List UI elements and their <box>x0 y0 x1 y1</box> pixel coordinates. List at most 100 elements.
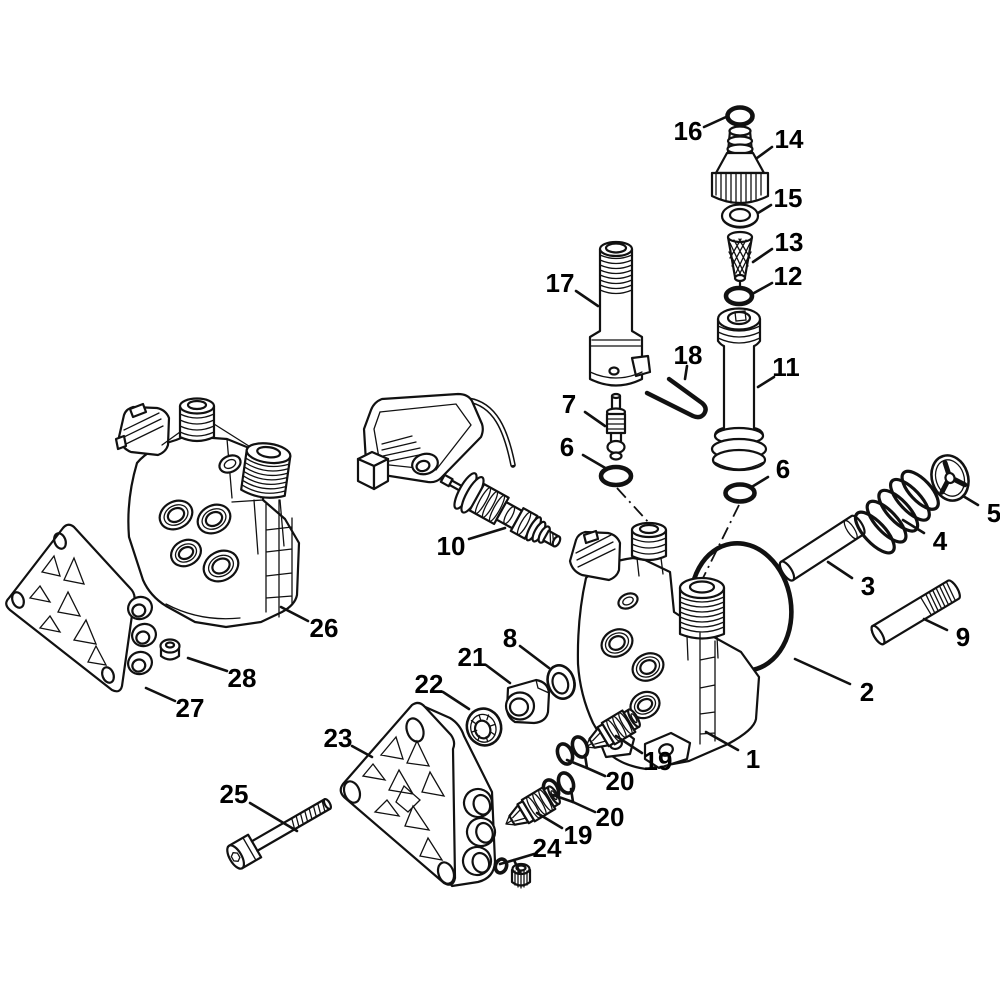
part-2-leader-line <box>793 657 852 686</box>
part-18-retaining-clip <box>644 376 708 420</box>
part-19-valve-upper <box>585 708 641 749</box>
part-number-label-10: 10 <box>437 531 466 561</box>
part-6-o-ring-right <box>723 482 757 504</box>
part-number-label-27: 27 <box>176 693 205 723</box>
part-10-leader-line <box>467 526 507 541</box>
part-13-inlet-filter <box>726 230 754 288</box>
part-21-packing-gland <box>504 678 551 725</box>
part-9-threaded-pin <box>870 579 961 646</box>
part-number-label-20: 20 <box>596 802 625 832</box>
part-11-cylinder <box>710 307 768 472</box>
part-11-leader-line <box>756 375 776 389</box>
part-23-crankcase-cover <box>339 701 497 888</box>
part-12-o-ring <box>723 285 755 307</box>
part-number-label-25: 25 <box>220 779 249 809</box>
part-16-o-ring <box>725 105 755 127</box>
housing-1-outlet-port <box>630 521 668 577</box>
part-4-leader-line <box>901 518 926 535</box>
part-14-leader-line <box>755 145 774 160</box>
part-number-label-14: 14 <box>775 124 804 154</box>
part-17-cylinder-tube <box>588 240 652 387</box>
part-20-o-rings-upper <box>555 735 590 766</box>
part-number-label-6: 6 <box>560 432 574 462</box>
cover-27-bosses <box>127 595 157 676</box>
part-number-label-24: 24 <box>533 833 562 863</box>
part-3-leader-line <box>826 560 854 580</box>
part-number-label-16: 16 <box>674 116 703 146</box>
cover-23-bosses <box>461 787 497 877</box>
part-19-leader-line <box>535 811 564 830</box>
housing-26-top-bore <box>218 454 242 474</box>
part-number-label-4: 4 <box>933 526 948 556</box>
part-12-leader-line <box>752 281 774 295</box>
housing-1-top-bore <box>617 592 639 610</box>
switch-cover-boss <box>411 452 439 476</box>
part-19-valve-lower <box>505 785 561 826</box>
part-number-label-18: 18 <box>674 340 703 370</box>
housing-26-inlet-port <box>240 442 292 499</box>
part-24-leader-line <box>512 858 522 875</box>
part-22-oil-seal <box>465 707 503 747</box>
housing-1-switch-boss <box>568 529 622 582</box>
part-7-leader-line <box>583 410 607 428</box>
housing-1-inlet-port <box>678 576 726 661</box>
housing-1-front-ports <box>600 628 665 720</box>
part-23-leader-line <box>350 744 374 759</box>
part-20-leader-line <box>583 753 589 770</box>
part-19-leader-line <box>614 734 644 755</box>
part-5-spring-retainer <box>930 454 970 502</box>
part-number-label-12: 12 <box>774 261 803 291</box>
part-17-leader-line <box>574 289 600 308</box>
part-number-label-19: 19 <box>564 820 593 850</box>
housing-26-outlet-port <box>178 397 216 443</box>
part-6-leader-line <box>748 475 770 490</box>
part-3-piston-pin <box>778 514 866 582</box>
part-number-label-5: 5 <box>987 498 1000 528</box>
part-number-label-9: 9 <box>956 622 970 652</box>
part-14-hose-coupling <box>710 125 770 205</box>
part-number-label-11: 11 <box>772 352 800 382</box>
part-9-leader-line <box>922 617 949 632</box>
part-24-plug <box>493 857 532 889</box>
part-7-valve <box>605 392 627 461</box>
part-25-socket-head-bolt <box>226 797 333 870</box>
part-22-leader-line <box>441 690 471 711</box>
part-20-leader-line <box>569 787 575 804</box>
part-13-leader-line <box>751 247 774 264</box>
part-number-label-1: 1 <box>746 744 760 774</box>
part-number-label-2: 2 <box>860 677 874 707</box>
part-28-screw-plug <box>159 638 181 661</box>
part-number-label-3: 3 <box>861 571 875 601</box>
part-1-pump-housing <box>568 521 761 771</box>
part-number-label-7: 7 <box>562 389 576 419</box>
part-number-label-17: 17 <box>546 268 575 298</box>
part-number-label-13: 13 <box>775 227 804 257</box>
part-number-label-22: 22 <box>415 669 444 699</box>
part-15-washer <box>720 203 760 229</box>
part-number-label-15: 15 <box>774 183 803 213</box>
part-26-leader-line <box>279 605 310 623</box>
part-5-leader-line <box>961 494 980 507</box>
housing-26-front-ports <box>158 499 240 583</box>
part-number-label-8: 8 <box>503 623 517 653</box>
part-21-leader-line <box>484 663 512 685</box>
part-8-leader-line <box>518 644 551 670</box>
part-15-leader-line <box>756 203 773 215</box>
part-25-leader-line <box>248 801 299 833</box>
part-number-label-21: 21 <box>458 642 487 672</box>
part-27-crankcase-cover <box>5 523 157 693</box>
part-number-label-6: 6 <box>776 454 790 484</box>
part-26-pump-housing-assembly <box>114 397 301 629</box>
part-1-leader-line <box>704 730 740 752</box>
housing-26-switch-boss <box>114 402 171 457</box>
part-10-unloader-valve <box>439 472 562 548</box>
part-27-leader-line <box>144 686 177 703</box>
part-number-label-26: 26 <box>310 613 339 643</box>
part-6-o-ring-left <box>598 464 634 488</box>
part-28-leader-line <box>186 656 229 673</box>
part-16-leader-line <box>702 115 728 129</box>
centerline-left <box>616 487 651 525</box>
part-18-leader-line <box>683 364 689 381</box>
